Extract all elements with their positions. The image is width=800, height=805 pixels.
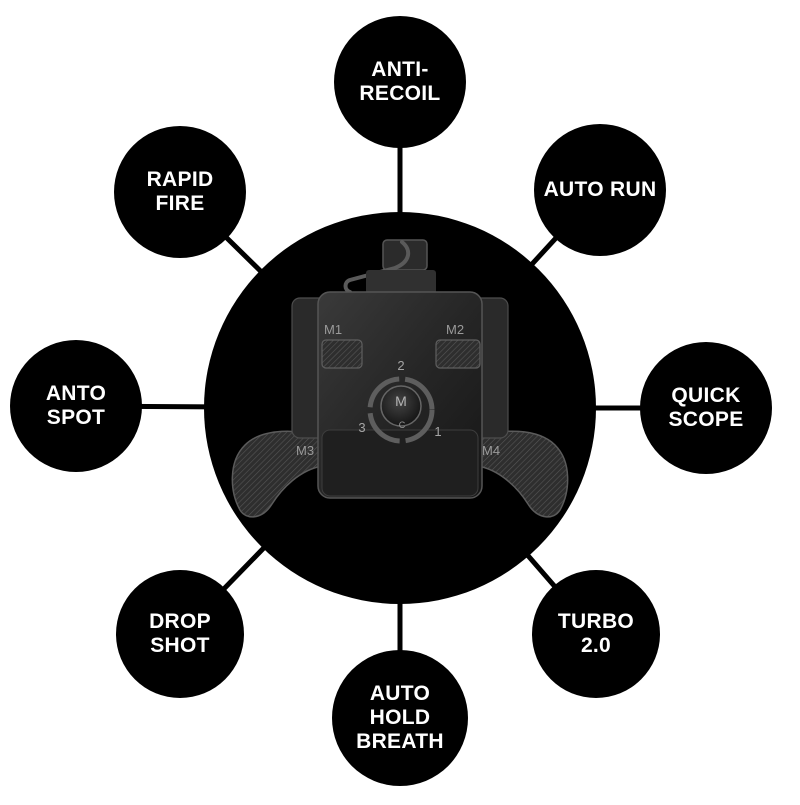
node-label-anti-recoil: ANTI- RECOIL bbox=[359, 58, 441, 105]
m2-label: M2 bbox=[446, 322, 464, 337]
node-label-turbo: TURBO 2.0 bbox=[557, 610, 635, 657]
node-label-auto-hold-breath: AUTO HOLD BREATH bbox=[356, 682, 444, 753]
clear-label: C bbox=[399, 420, 406, 430]
node-label-auto-run: AUTO RUN bbox=[543, 178, 657, 201]
node-label-anto-spot: ANTO SPOT bbox=[45, 382, 107, 429]
m4-label: M4 bbox=[482, 443, 500, 458]
m2-button[interactable] bbox=[435, 339, 481, 369]
node-anti-recoil bbox=[334, 16, 466, 148]
m3-label: M3 bbox=[296, 443, 314, 458]
node-label-drop-shot: DROP SHOT bbox=[149, 610, 211, 657]
left-paddle bbox=[231, 430, 323, 518]
slot-number-2: 2 bbox=[397, 358, 404, 373]
mode-button-label: M bbox=[395, 393, 407, 409]
m1-button[interactable] bbox=[321, 339, 363, 369]
mode-button[interactable] bbox=[380, 385, 422, 427]
controller-device: M1 M2 M3 M4 M C 2 3 1 bbox=[231, 239, 569, 518]
node-label-quick-scope: QUICK SCOPE bbox=[668, 384, 744, 431]
slot-number-1: 1 bbox=[434, 424, 441, 439]
mode-dial-ring bbox=[367, 376, 435, 444]
node-turbo bbox=[532, 570, 660, 698]
m1-label: M1 bbox=[324, 322, 342, 337]
node-drop-shot bbox=[116, 570, 244, 698]
right-paddle bbox=[477, 430, 569, 518]
feature-nodes bbox=[10, 16, 772, 786]
node-anto-spot bbox=[10, 340, 142, 472]
device-lower-plate bbox=[321, 429, 479, 497]
node-auto-hold-breath bbox=[332, 650, 468, 786]
node-quick-scope bbox=[640, 342, 772, 474]
node-auto-run bbox=[534, 124, 666, 256]
node-label-rapid-fire: RAPID FIRE bbox=[146, 168, 214, 215]
connector-base bbox=[366, 270, 436, 294]
slot-number-3: 3 bbox=[358, 420, 365, 435]
node-rapid-fire bbox=[114, 126, 246, 258]
